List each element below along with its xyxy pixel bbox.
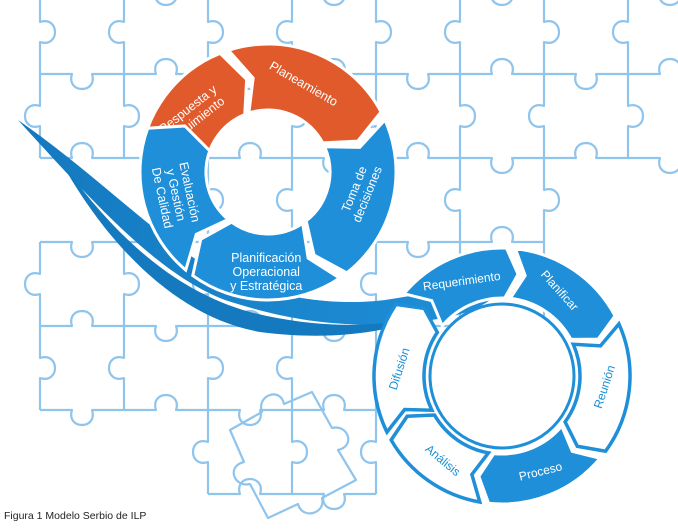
puzzle-edge (376, 142, 460, 160)
puzzle-edge (276, 0, 294, 74)
bottom-cycle-segment (372, 302, 440, 436)
puzzle-edge (40, 310, 124, 328)
bottom-cycle-segment (401, 246, 520, 329)
bottom-cycle-segment (477, 423, 603, 506)
puzzle-edge (208, 142, 292, 160)
bottom-cycle-segment (563, 320, 632, 454)
puzzle-edge (208, 478, 292, 496)
puzzle-edge (444, 158, 462, 242)
puzzle-edge (192, 410, 210, 494)
puzzle-edge (460, 226, 544, 244)
puzzle-edge (40, 408, 124, 426)
bottom-cycle-segment (507, 246, 617, 341)
puzzle-edge (38, 326, 56, 410)
puzzle-edge (290, 410, 308, 494)
puzzle-edge (292, 492, 376, 510)
puzzle-edge (24, 74, 42, 158)
puzzle-edge (40, 142, 124, 160)
puzzle-edge (360, 410, 378, 494)
puzzle-loose-piece (228, 390, 358, 520)
puzzle-edge (206, 326, 224, 410)
puzzle-edge (108, 326, 126, 410)
puzzle-edge (40, 240, 124, 258)
top-cycle-segment (304, 117, 398, 275)
figure-caption: Figura 1 Modelo Serbio de ILP (4, 510, 147, 522)
puzzle-edge (124, 324, 208, 342)
top-cycle-label-line: Operacional (233, 265, 300, 279)
puzzle-edge (460, 156, 544, 174)
puzzle-edge (206, 0, 224, 74)
puzzle-edge (208, 408, 292, 426)
puzzle-edge (155, 0, 177, 6)
ribbon-tail-lower (60, 160, 420, 336)
puzzle-edge (122, 74, 140, 158)
puzzle-edge (124, 394, 208, 412)
top-cycle-segment (191, 220, 343, 302)
top-cycle-segment (138, 124, 231, 273)
puzzle-edge (374, 0, 392, 74)
puzzle-edge (40, 72, 124, 90)
puzzle-edge (458, 74, 476, 158)
bottom-cycle-segment (389, 413, 492, 505)
puzzle-edge (628, 58, 678, 76)
puzzle-edge (528, 74, 546, 158)
puzzle-edge (626, 74, 644, 158)
puzzle-edge (491, 0, 513, 6)
puzzle-edge (122, 242, 140, 326)
puzzle-edge (542, 158, 560, 242)
puzzle-edge (38, 0, 56, 74)
puzzle-edge (659, 0, 678, 6)
puzzle-edge (276, 326, 294, 410)
top-cycle-label-line: y Estratégica (230, 279, 302, 293)
puzzle-edge (628, 156, 678, 174)
puzzle-edge (612, 0, 630, 74)
puzzle-edge (444, 0, 462, 74)
puzzle-edge (544, 72, 628, 90)
puzzle-edge (376, 72, 460, 90)
puzzle-edge (460, 58, 544, 76)
top-cycle-label-line: Planificación (231, 251, 301, 265)
top-cycle-segment (225, 42, 383, 145)
puzzle-edge (323, 0, 345, 6)
puzzle-edge (276, 158, 294, 242)
puzzle-edge (360, 242, 378, 326)
puzzle-edge (376, 240, 460, 258)
puzzle-edge (24, 242, 42, 326)
puzzle-edge (544, 142, 628, 160)
puzzle-edge (292, 394, 376, 412)
puzzle-edge (542, 0, 560, 74)
puzzle-edge (108, 0, 126, 74)
bottom-cycle-hub (428, 302, 576, 450)
puzzle-edge (124, 58, 208, 76)
